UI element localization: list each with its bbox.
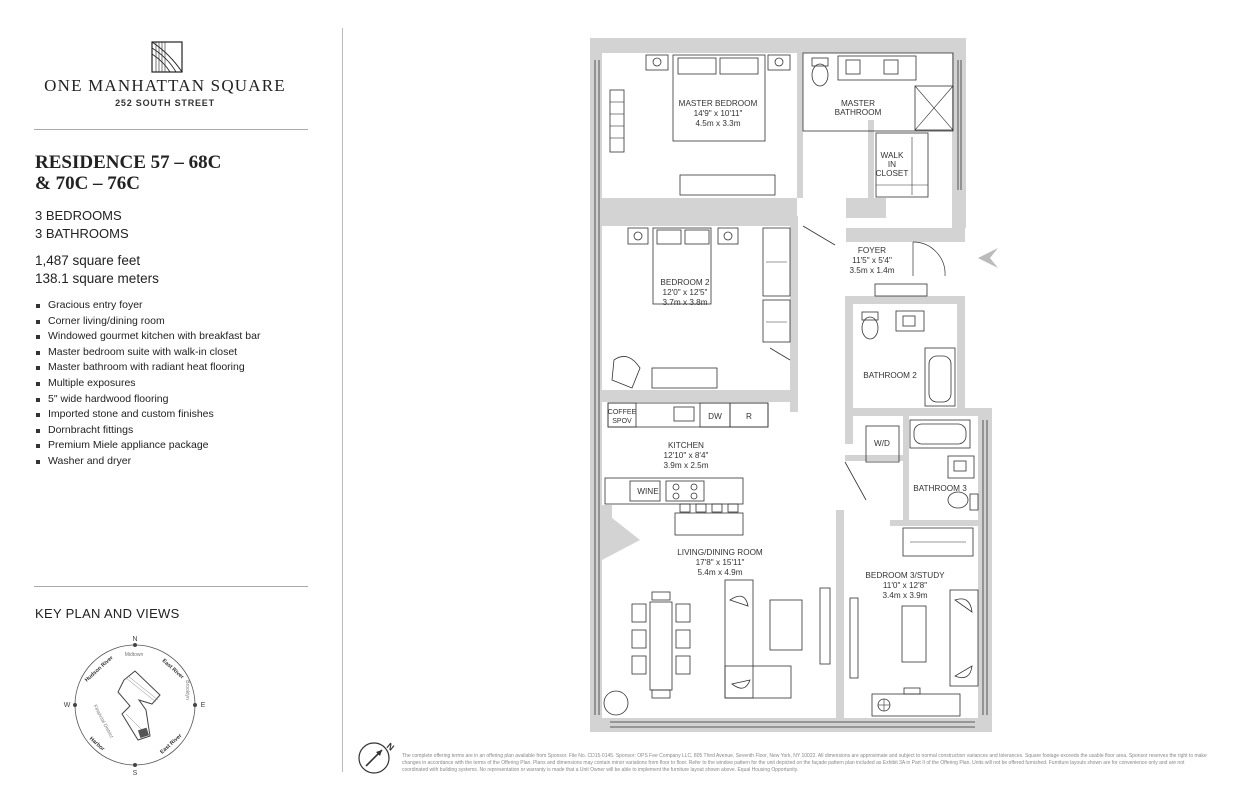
closet-label-3: CLOSET xyxy=(876,169,909,178)
kitchen-label: KITCHEN xyxy=(668,441,704,450)
dishwasher-label: DW xyxy=(708,412,722,421)
compass-e: E xyxy=(201,702,206,709)
master-bedroom-dim-ft: 14'9" x 10'11" xyxy=(694,109,743,118)
bedroom-2-furniture xyxy=(611,227,791,389)
kitchen-dim-m: 3.9m x 2.5m xyxy=(663,461,708,470)
residence-title: RESIDENCE 57 – 68C & 70C – 76C xyxy=(35,152,315,194)
compass-n: N xyxy=(132,636,137,643)
disclaimer: The complete offering terms are in an of… xyxy=(402,753,1207,773)
windows xyxy=(594,60,988,728)
wine-label: WINE xyxy=(637,487,659,496)
list-item: Gracious entry foyer xyxy=(35,298,260,314)
washer-dryer-label: W/D xyxy=(874,439,890,448)
list-item: Master bedroom suite with walk-in closet xyxy=(35,345,260,361)
closet-label-1: WALK xyxy=(881,151,904,160)
master-bedroom-label: MASTER BEDROOM xyxy=(679,99,758,108)
compass-w: W xyxy=(64,702,71,709)
closet-shelves xyxy=(875,132,929,198)
living-dim-ft: 17'8" x 15'11" xyxy=(696,558,745,567)
washer-dryer-icon xyxy=(865,425,900,463)
living-label: LIVING/DINING ROOM xyxy=(677,548,763,557)
kitchen-dim-ft: 12'10" x 8'4" xyxy=(664,451,709,460)
bathroom-2-label: BATHROOM 2 xyxy=(863,371,917,380)
list-item: Multiple exposures xyxy=(35,376,260,392)
bedroom-2-dim-m: 3.7m x 3.8m xyxy=(662,298,707,307)
label-brooklyn: Brooklyn xyxy=(184,680,190,700)
residence-title-line2: & 70C – 76C xyxy=(35,173,141,194)
foyer-dim-ft: 11'5" x 5'4" xyxy=(852,256,892,265)
bedroom-3-furniture xyxy=(849,527,979,717)
label-midtown: Midtown xyxy=(125,652,144,658)
area-info: 1,487 square feet 138.1 square meters xyxy=(35,252,159,288)
list-item: Imported stone and custom finishes xyxy=(35,407,260,423)
floor-plan: .lbl{font-family:"Liberation Sans", sans… xyxy=(590,38,998,732)
divider xyxy=(34,129,308,130)
list-item: Windowed gourmet kitchen with breakfast … xyxy=(35,329,260,345)
feature-list: Gracious entry foyer Corner living/dinin… xyxy=(35,298,260,470)
bedroom-3-dim-m: 3.4m x 3.9m xyxy=(882,591,927,600)
refrigerator-label: R xyxy=(746,412,752,421)
bathroom-count: 3 BATHROOMS xyxy=(35,226,129,241)
room-counts: 3 BEDROOMS 3 BATHROOMS xyxy=(35,207,129,243)
closet-label-2: IN xyxy=(888,160,896,169)
foyer-dim-m: 3.5m x 1.4m xyxy=(849,266,894,275)
compass-s: S xyxy=(133,770,138,777)
coffee-label-1: COFFEE xyxy=(608,409,637,416)
master-bathroom-label-2: BATHROOM xyxy=(835,108,882,117)
foyer-elements xyxy=(802,225,946,297)
coffee-label-2: SPOV xyxy=(612,418,632,425)
label-financial-district: Financial District xyxy=(92,704,115,740)
list-item: Dornbracht fittings xyxy=(35,423,260,439)
living-dim-m: 5.4m x 4.9m xyxy=(697,568,742,577)
master-bedroom-furniture xyxy=(609,54,791,196)
residence-title-line1: RESIDENCE 57 – 68C xyxy=(35,152,222,173)
bathroom-2-fixtures xyxy=(861,310,956,407)
foyer-label: FOYER xyxy=(858,246,886,255)
label-harbor: Harbor xyxy=(88,736,106,753)
building-footprint-icon xyxy=(117,670,161,741)
list-item: Master bathroom with radiant heat floori… xyxy=(35,360,260,376)
label-east-river-top: East River xyxy=(161,658,186,681)
living-dining-furniture xyxy=(603,579,831,716)
master-bathroom-fixtures xyxy=(802,52,954,132)
area-square-feet: 1,487 square feet xyxy=(35,253,141,268)
bedroom-count: 3 BEDROOMS xyxy=(35,208,122,223)
info-panel: ONE MANHATTAN SQUARE 252 SOUTH STREET RE… xyxy=(0,0,330,800)
list-item: Corner living/dining room xyxy=(35,314,260,330)
master-bathroom-label-1: MASTER xyxy=(841,99,875,108)
brand-name: ONE MANHATTAN SQUARE xyxy=(44,76,286,95)
bathroom-3-fixtures xyxy=(909,419,979,511)
master-bedroom-dim-m: 4.5m x 3.3m xyxy=(695,119,740,128)
bathroom-3-label: BATHROOM 3 xyxy=(913,484,967,493)
area-square-meters: 138.1 square meters xyxy=(35,271,159,286)
key-plan-compass: N S W E Hudson River East River Harbor E… xyxy=(64,636,206,777)
north-arrow-icon: N xyxy=(358,741,396,774)
kitchen-fixtures xyxy=(604,402,769,536)
bedroom-3-label: BEDROOM 3/STUDY xyxy=(865,571,945,580)
entry-arrow-icon xyxy=(978,248,998,268)
vertical-divider xyxy=(342,28,343,772)
bedroom-2-dim-ft: 12'0" x 12'5" xyxy=(663,288,708,297)
list-item: Premium Miele appliance package xyxy=(35,438,260,454)
bedroom-3-dim-ft: 11'0" x 12'8" xyxy=(883,581,927,590)
list-item: 5" wide hardwood flooring xyxy=(35,392,260,408)
north-label: N xyxy=(385,741,396,753)
bedroom-2-label: BEDROOM 2 xyxy=(660,278,710,287)
divider xyxy=(34,586,308,587)
list-item: Washer and dryer xyxy=(35,454,260,470)
brand-address: 252 SOUTH STREET xyxy=(115,98,215,108)
label-hudson-river: Hudson River xyxy=(84,654,115,683)
logo-icon xyxy=(151,41,183,73)
key-plan-title: KEY PLAN AND VIEWS xyxy=(35,606,180,621)
